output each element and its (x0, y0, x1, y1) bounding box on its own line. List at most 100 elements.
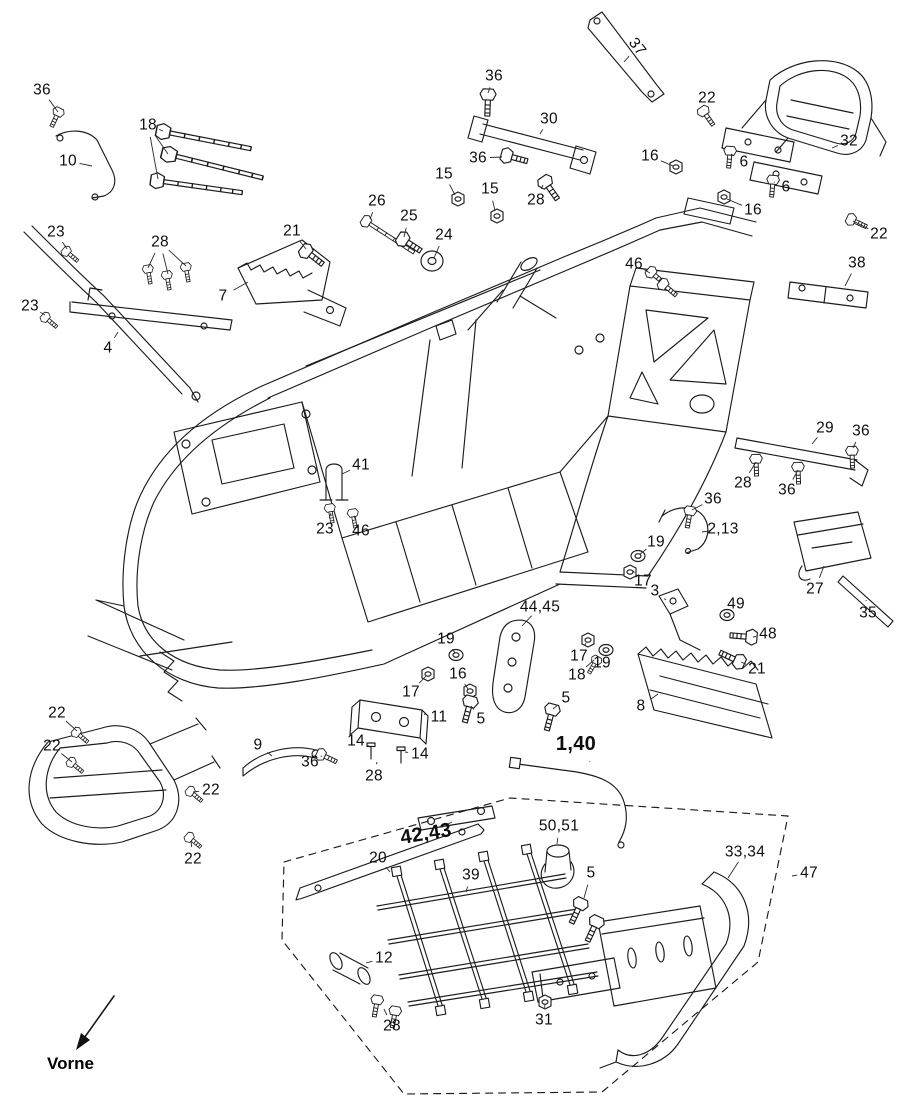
callout-16: 16 (641, 147, 659, 165)
part-bag-27 (793, 511, 872, 581)
callout-28: 28 (527, 191, 545, 209)
callout-28: 28 (365, 767, 383, 785)
callout-36: 36 (485, 67, 503, 85)
callout-18: 18 (139, 116, 157, 134)
callout-36: 36 (469, 149, 487, 167)
callout-31: 31 (535, 1011, 553, 1029)
callout-5: 5 (586, 864, 596, 882)
callout-11: 11 (430, 708, 448, 726)
callout-26: 26 (368, 192, 386, 210)
callout-22: 22 (43, 737, 61, 755)
callout-28: 28 (383, 1017, 401, 1035)
callout-36: 36 (778, 481, 796, 499)
callout-33-34: 33,34 (724, 843, 766, 861)
callout-8: 8 (636, 697, 646, 715)
part-bracket-38 (787, 281, 869, 309)
part-rod-10 (55, 130, 116, 201)
callout-16: 16 (449, 665, 467, 683)
callout-44-45: 44,45 (519, 598, 561, 616)
assembly-boundary (281, 797, 789, 1095)
callout-14: 14 (411, 745, 429, 763)
callout-47: 47 (800, 864, 818, 882)
callout-28: 28 (734, 474, 752, 492)
callout-49: 49 (727, 595, 745, 613)
part-bracket-31-area (531, 957, 621, 1003)
callout-29: 29 (816, 419, 834, 437)
part-bracket-30 (467, 115, 597, 175)
callout-6: 6 (739, 153, 749, 171)
callout-12: 12 (375, 949, 393, 967)
callout-19: 19 (647, 533, 665, 551)
callout-7: 7 (218, 287, 228, 305)
part-bracket-29 (734, 437, 869, 487)
callout-9: 9 (253, 736, 263, 754)
callout-17: 17 (402, 683, 420, 701)
callout-4: 4 (103, 339, 113, 357)
callout-23: 23 (21, 297, 39, 315)
callout-19: 19 (437, 630, 455, 648)
callout-22: 22 (48, 704, 66, 722)
part-cable-1-40 (508, 756, 627, 849)
callout-22: 22 (698, 89, 716, 107)
callout-46: 46 (625, 255, 643, 273)
callout-25: 25 (400, 207, 418, 225)
callout-5: 5 (476, 710, 486, 728)
callout-17: 17 (634, 572, 652, 590)
callout-10: 10 (59, 152, 77, 170)
callout-30: 30 (540, 110, 558, 128)
callout-21: 21 (283, 222, 301, 240)
callout-39: 39 (462, 866, 480, 884)
callout-36: 36 (33, 81, 51, 99)
callout-50-51: 50,51 (538, 817, 580, 835)
callout-28: 28 (151, 233, 169, 251)
part-main-frame (87, 197, 757, 702)
callout-20: 20 (369, 849, 387, 867)
callout-23: 23 (47, 223, 65, 241)
callout-18: 18 (568, 666, 586, 684)
callout-5: 5 (561, 689, 571, 707)
callout-22: 22 (202, 781, 220, 799)
part-plate-33-34 (597, 905, 717, 1007)
callout-24: 24 (435, 226, 453, 244)
part-bracket-4 (23, 225, 233, 403)
callout-1-40: 1,40 (555, 733, 597, 755)
callout-22: 22 (184, 850, 202, 868)
callout-48: 48 (759, 625, 777, 643)
callout-37: 37 (625, 34, 650, 60)
part-mesh-39 (376, 843, 599, 1017)
callout-41: 41 (352, 456, 370, 474)
callout-46: 46 (352, 522, 370, 540)
part-bracket-42-43 (417, 805, 496, 831)
direction-label: Vorne (47, 1054, 94, 1073)
callout-19: 19 (593, 654, 611, 672)
callout-15: 15 (435, 165, 453, 183)
front-direction-arrow (76, 995, 115, 1050)
callout-36: 36 (301, 753, 319, 771)
callout-36: 36 (852, 422, 870, 440)
callout-2-13: 2,13 (707, 520, 739, 538)
part-spacer-12 (329, 952, 371, 985)
callout-23: 23 (316, 520, 334, 538)
part-front-bumper (28, 717, 221, 845)
callout-38: 38 (848, 254, 866, 272)
part-rod-35 (837, 575, 894, 628)
part-bracket-3 (658, 588, 701, 651)
callout-21: 21 (748, 660, 766, 678)
part-clamp-50-51 (540, 844, 575, 889)
callout-17: 17 (570, 647, 588, 665)
callout-42-43: 42,43 (398, 819, 454, 849)
callout-15: 15 (481, 180, 499, 198)
part-bar-20 (295, 823, 485, 901)
part-strap-37 (587, 11, 665, 103)
callout-35: 35 (859, 604, 877, 622)
part-rod-2-13 (658, 507, 709, 555)
callout-36: 36 (704, 490, 722, 508)
callout-14: 14 (347, 732, 365, 750)
callout-3: 3 (650, 582, 660, 600)
part-footpeg-7 (237, 239, 347, 327)
callout-32: 32 (840, 132, 858, 150)
part-rack-mount-brackets (721, 127, 823, 195)
callout-27: 27 (806, 580, 824, 598)
